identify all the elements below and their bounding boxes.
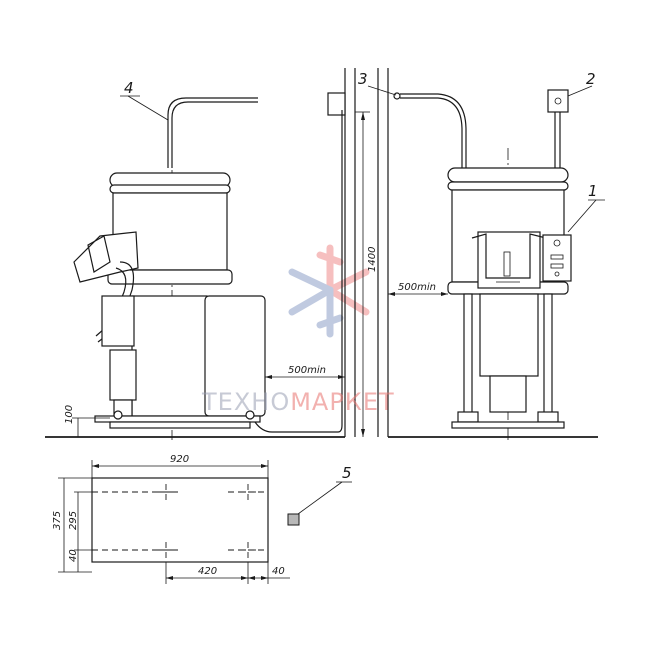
watermark-text: ТЕХНОМАРКЕТ (201, 388, 395, 416)
clearance-right-label: 500min (398, 282, 436, 293)
front-view: 500min 3 2 1 (358, 68, 605, 440)
clearance-left-label: 500min (288, 365, 326, 376)
callout-2: 2 (586, 70, 596, 88)
plan-offset-y-label: 40 (68, 549, 79, 562)
plan-inner-label: 295 (68, 511, 79, 530)
plan-view: 920 375 295 40 420 40 (52, 454, 290, 584)
height-1400-label: 1400 (367, 247, 378, 272)
plan-offset-x-label: 40 (272, 566, 285, 577)
height-100-label: 100 (64, 405, 75, 424)
callout-3: 3 (358, 70, 368, 88)
item-5-marker: 5 (287, 464, 352, 526)
watermark-snowflake-icon (288, 244, 370, 338)
plan-depth-label: 375 (52, 511, 63, 530)
watermark-part2: МАРКЕТ (290, 388, 394, 416)
callout-1: 1 (588, 182, 598, 200)
plan-spacing-label: 420 (198, 566, 217, 577)
callout-4: 4 (124, 79, 134, 97)
callout-5: 5 (342, 464, 352, 482)
watermark-part1: ТЕХНО (201, 388, 290, 416)
plan-width-label: 920 (170, 454, 189, 465)
side-view: 500min 1400 100 4 (45, 68, 378, 440)
